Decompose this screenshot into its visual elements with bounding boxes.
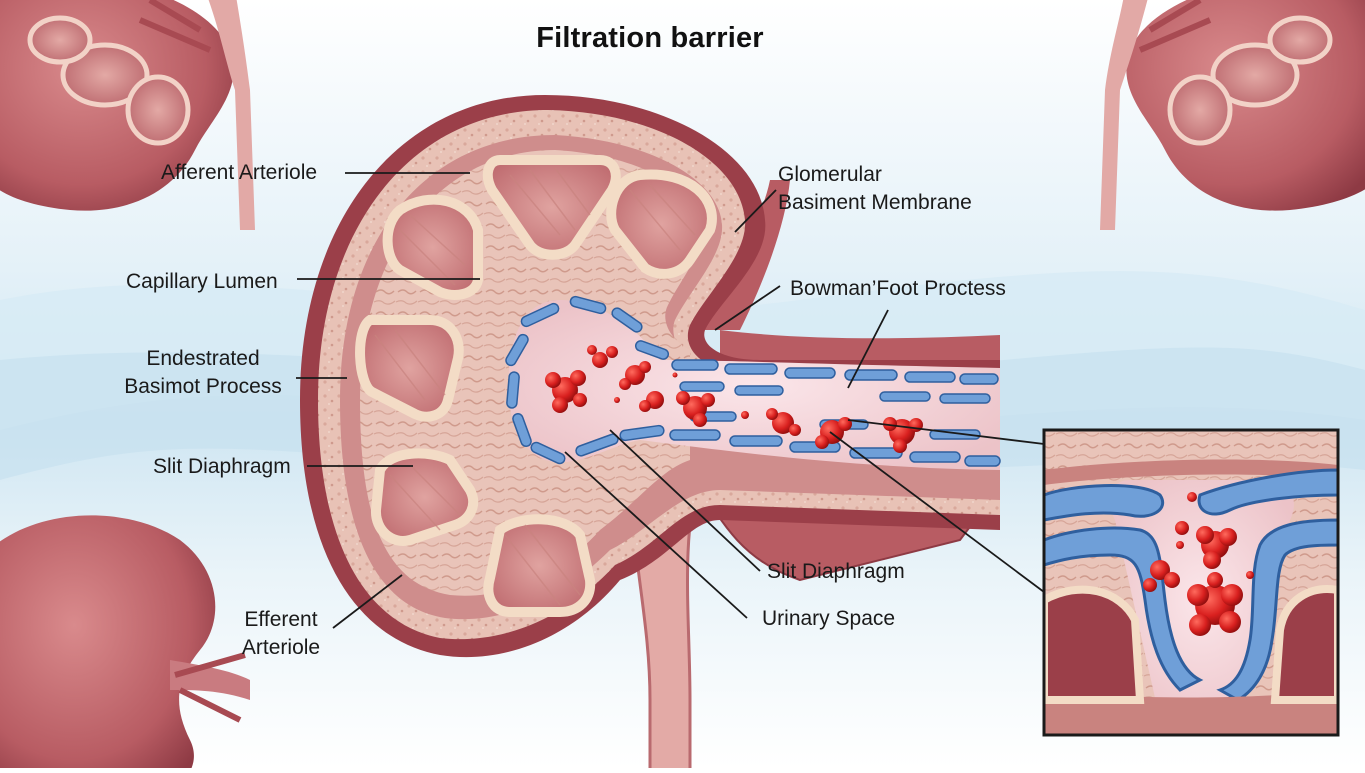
kidney-bottom-left-icon bbox=[0, 515, 250, 773]
label-endestrated-basimot-process: Endestrated Basimot Process bbox=[118, 345, 288, 401]
kidney-top-left-icon bbox=[0, 0, 255, 230]
label-efferent-arteriole: Efferent Arteriole bbox=[226, 606, 336, 662]
label-endestrated-line2: Basimot Process bbox=[124, 375, 282, 398]
leader-lines bbox=[296, 172, 1045, 629]
label-efferent-line1: Efferent bbox=[244, 608, 318, 631]
label-endestrated-line1: Endestrated bbox=[146, 347, 260, 370]
label-capillary-lumen: Capillary Lumen bbox=[126, 270, 278, 293]
label-efferent-line2: Arteriole bbox=[241, 636, 321, 659]
label-slit-diaphragm-left: Slit Diaphragm bbox=[153, 455, 291, 478]
inset-zoom-panel bbox=[1042, 428, 1340, 737]
urinary-space bbox=[508, 300, 1000, 470]
label-glomerular-basement-membrane: Glomerular Basiment Membrane bbox=[778, 161, 972, 217]
kidney-top-right-icon bbox=[1100, 0, 1365, 230]
label-afferent-arteriole: Afferent Arteriole bbox=[161, 161, 318, 184]
red-blood-cells bbox=[545, 345, 923, 453]
label-urinary-space: Urinary Space bbox=[762, 607, 896, 630]
label-bowman-foot-process: Bowman’Foot Proctess bbox=[790, 277, 1006, 300]
podocyte-foot-processes bbox=[505, 295, 1001, 467]
label-gbm-line2: Basiment Membrane bbox=[778, 191, 972, 214]
diagram-title: Filtration barrier bbox=[536, 22, 764, 54]
label-gbm-line1: Glomerular bbox=[778, 163, 882, 186]
label-slit-diaphragm-right: Slit Diaphragm bbox=[767, 560, 905, 583]
capillary-loops bbox=[355, 155, 717, 617]
